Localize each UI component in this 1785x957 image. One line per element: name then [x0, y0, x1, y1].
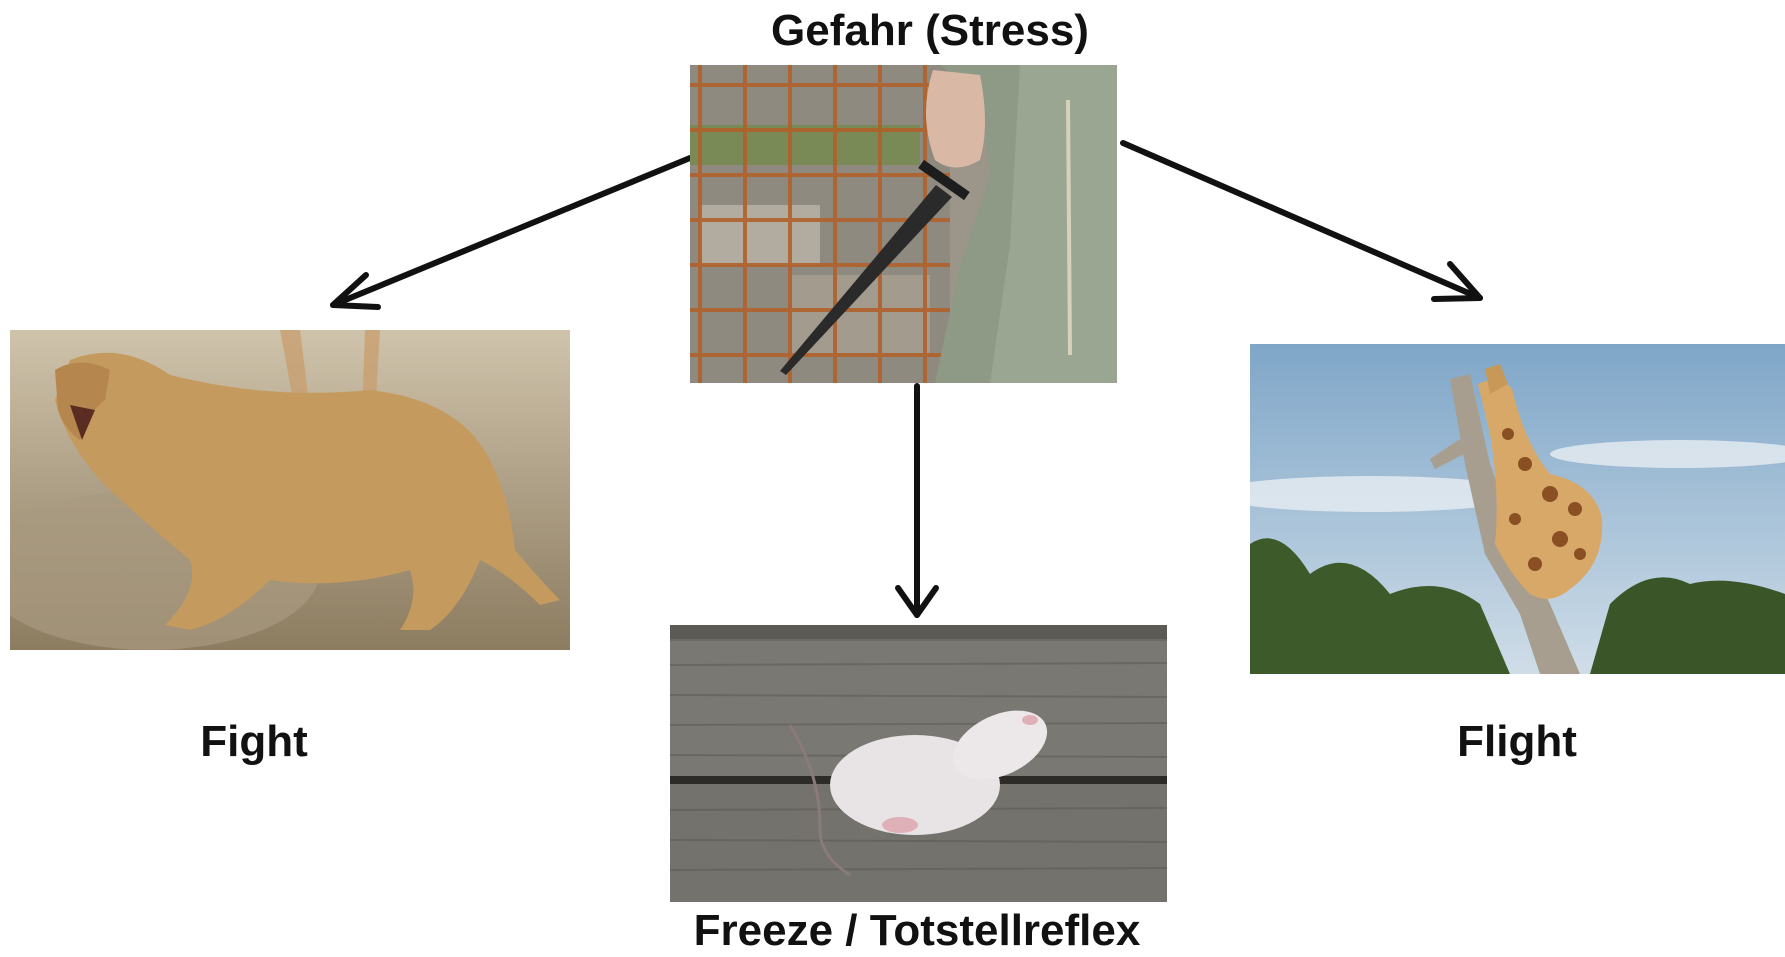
mouse-icon — [670, 625, 1167, 902]
arrow-to-freeze — [898, 386, 936, 615]
arrow-to-fight — [333, 158, 690, 307]
freeze-photo — [670, 625, 1167, 902]
arrow-to-flight — [1123, 143, 1480, 299]
knife-icon — [690, 65, 1117, 383]
diagram-title: Gefahr (Stress) — [771, 6, 1089, 56]
freeze-label: Freeze / Totstellreflex — [694, 906, 1141, 956]
giraffe-icon — [1250, 344, 1785, 674]
fight-photo — [10, 330, 570, 650]
flight-photo — [1250, 344, 1785, 674]
fight-label: Fight — [200, 717, 308, 767]
danger-photo — [690, 65, 1117, 383]
flight-label: Flight — [1457, 717, 1577, 767]
lion-icon — [10, 330, 570, 650]
